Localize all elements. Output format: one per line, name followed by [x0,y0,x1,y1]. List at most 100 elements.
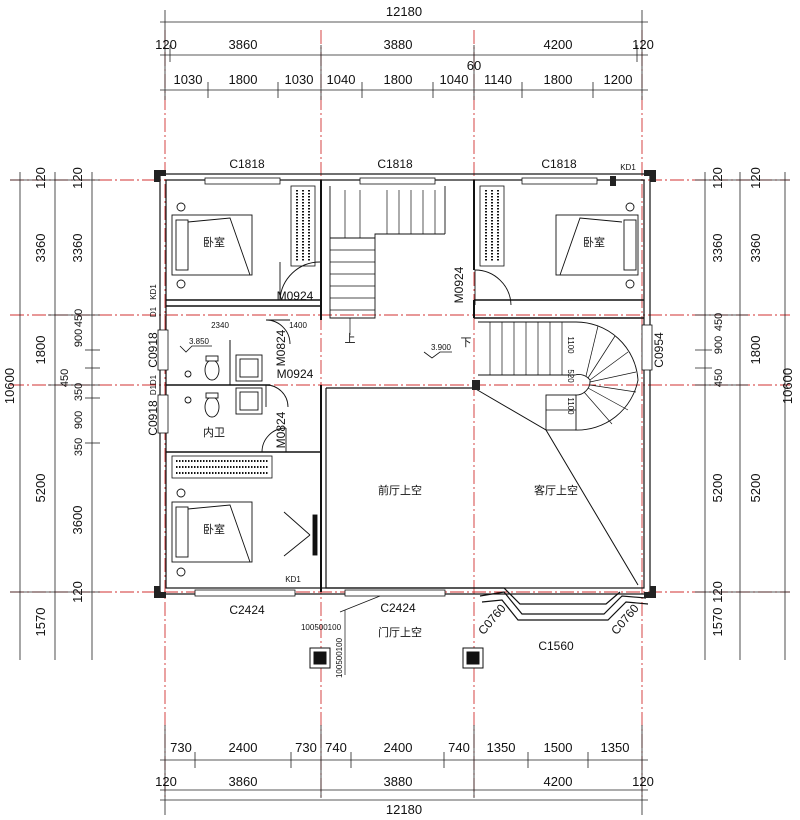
stair-tread-1: 1100 [566,336,575,354]
dim-top-c: 3880 [384,37,413,52]
dim-right-d: 900 [713,336,725,354]
door-label-5: M0824 [274,411,288,448]
door-swings [261,261,512,557]
dim-right2-d: 5200 [748,474,763,503]
kd1-left: KD1 [149,284,158,300]
dim-top3-8: 1800 [544,72,573,87]
dim-top-total: 12180 [386,4,422,19]
door-label-1: M0924 [277,289,314,303]
corner-columns [154,170,656,598]
door-label-3: M0924 [277,367,314,381]
dim-right-total: 10600 [780,368,795,404]
dim-right-b: 3360 [710,234,725,263]
kd1-top: KD1 [620,163,636,172]
dim-top-offset: 60 [467,58,481,73]
level-marks [179,345,452,359]
dim-left3-9: 3600 [70,506,85,535]
dim-left3-8: 350 [73,438,85,456]
stair-up-label: 上 [345,332,356,345]
dim-bot3-9: 1350 [601,740,630,755]
window-label-left-upper: C0918 [146,332,160,368]
room-label-living-void: 客厅上空 [534,483,578,497]
dim-top-b: 3860 [229,37,258,52]
dim-top-a: 120 [155,37,177,52]
stair-upper [329,186,446,335]
dim-left3-4: 450 [73,309,85,327]
dim-top3-4: 1040 [327,72,356,87]
door-labels: M0924 M0924 M0924 M0824 M0824 [274,266,466,448]
window-label-bottom-mid: C2424 [380,601,416,615]
dim-bot-d: 4200 [544,774,573,789]
d1-c: D1 [149,384,158,395]
dim-top3-5: 1800 [384,72,413,87]
dim-top3-6: 1040 [440,72,469,87]
window-label-left-lower: C0918 [146,400,160,436]
stair-down-label: 下 [461,337,472,349]
column-dims-v: 100500100 [335,637,344,678]
dim-bot-total: 12180 [386,802,422,817]
dim-right-e: 450 [713,369,725,387]
dim-top3-7: 1140 [484,72,512,87]
misc-labels: 上 下 1100 520 1100 3.900 3.850 2340 1400 … [149,163,636,678]
dim-right2-b: 3360 [748,234,763,263]
window-label-bottom-left: C2424 [229,603,265,617]
dim-bot3-1: 730 [170,740,192,755]
room-label-bath: 内卫 [203,425,225,439]
dim-left3-2: 3360 [70,234,85,263]
d1-b: D1 [149,374,158,385]
dim-right-g: 120 [710,581,725,603]
window-label-bay-right: C0760 [608,601,642,637]
room-label-bedroom-bl: 卧室 [203,522,225,536]
dim-bot-a: 120 [155,774,177,789]
kd1-bottom: KD1 [285,575,301,584]
beds [171,202,639,577]
dim-bot3-6: 740 [448,740,470,755]
dim-left-total: 10600 [2,368,17,404]
bath-width-2: 1400 [289,321,307,330]
dim-bot-c: 3880 [384,774,413,789]
room-label-entry-void: 门厅上空 [378,625,422,639]
window-label-top-mid: C1818 [377,157,413,171]
dim-bot-e: 120 [632,774,654,789]
window-label-bay-left: C0760 [475,601,509,637]
dim-right2-e: 1570 [710,608,725,637]
d1-a: D1 [149,306,158,317]
dim-left3-5: 450 [59,369,71,387]
dim-top3-2: 1800 [229,72,258,87]
dim-right2-c: 1800 [748,336,763,365]
dim-left-a: 120 [33,167,48,189]
dim-left-d: 5200 [33,474,48,503]
entry-columns [309,595,484,675]
window-label-right-mid: C0954 [652,332,666,368]
stair-tread-2: 520 [566,369,575,383]
room-label-bedroom-tr: 卧室 [583,235,605,249]
dim-labels-left: 10600 120 3360 1800 5200 1570 120 3360 9… [2,167,85,636]
dim-right-f: 5200 [710,474,725,503]
dim-top3-3: 1030 [285,72,314,87]
stair-spiral [478,321,639,431]
walls [157,173,653,621]
window-label-top-right: C1818 [541,157,577,171]
dim-left3-7: 900 [73,411,85,429]
dim-top-e: 120 [632,37,654,52]
dim-left-e: 1570 [33,608,48,637]
level-bath: 3.850 [189,337,210,346]
dim-bot3-5: 2400 [384,740,413,755]
dim-left3-6: 350 [73,383,85,401]
dim-bot3-4: 740 [325,740,347,755]
dim-left-b: 3360 [33,234,48,263]
axis-lines [10,30,790,800]
dim-top3-1: 1030 [174,72,203,87]
bath-width-1: 2340 [211,321,229,330]
stair-tread-3: 1100 [566,397,575,415]
room-labels: 卧室 卧室 卧室 内卫 前厅上空 客厅上空 门厅上空 [203,235,605,639]
room-label-front-void: 前厅上空 [378,483,422,497]
dim-bot3-7: 1350 [487,740,516,755]
wardrobes [171,185,505,479]
dim-right-a: 120 [710,167,725,189]
bath-fixtures [184,354,263,418]
window-label-top-left: C1818 [229,157,265,171]
dim-bot3-3: 730 [295,740,317,755]
door-label-4: M0824 [274,329,288,366]
